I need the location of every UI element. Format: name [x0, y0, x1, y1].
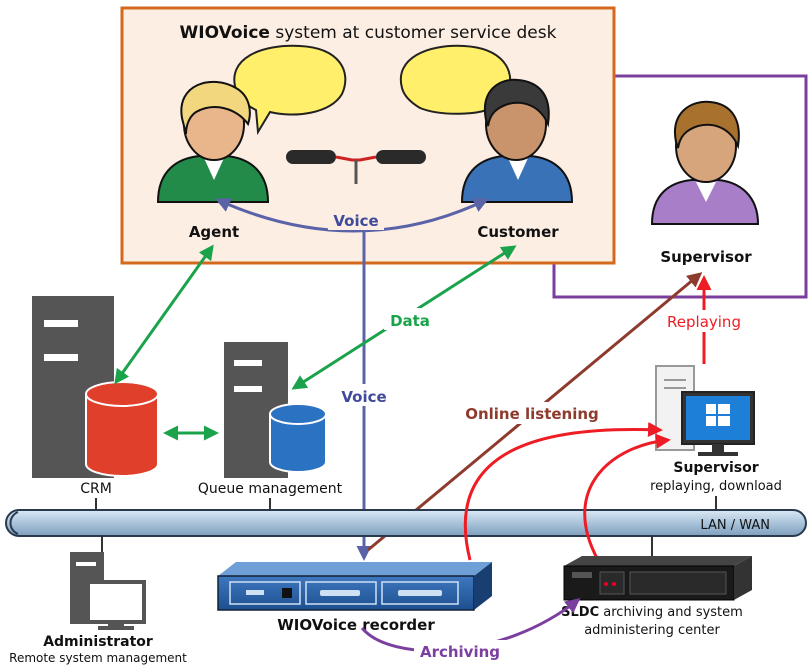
desk-title: WIOVoice system at customer service desk: [180, 23, 557, 43]
agent-speech-bubble: [233, 44, 347, 136]
replaying-label: Replaying: [667, 313, 741, 331]
administrator-subtitle: Remote system management: [9, 651, 187, 665]
data-label: Data: [390, 312, 430, 330]
recorder-icon: [217, 562, 492, 611]
queue-label: Queue management: [198, 481, 343, 497]
customer-label: Customer: [477, 223, 559, 241]
supervisor-pc-title: Supervisor: [673, 460, 758, 476]
supervisor-pc-icon: [655, 365, 755, 456]
customer-icon: [460, 78, 574, 203]
agent-label: Agent: [189, 223, 239, 241]
data-arrow-agent-crm: [114, 244, 214, 385]
administrator-title: Administrator: [43, 634, 153, 650]
supervisor-pc-subtitle: replaying, download: [650, 479, 782, 494]
lan-wan-label: LAN / WAN: [700, 518, 770, 533]
microphone-icon: [286, 150, 426, 184]
administrator-pc-icon: [70, 552, 146, 630]
lan-wan-bar: [5, 509, 807, 537]
supervisor-label: Supervisor: [660, 248, 752, 266]
crm-database-icon: [85, 381, 159, 477]
voice-arc: [215, 198, 489, 233]
sldc-label-line2: administering center: [584, 623, 720, 638]
recorder-label: WIOVoice recorder: [277, 616, 435, 634]
archiving-label: Archiving: [420, 643, 500, 661]
voice-down-label: Voice: [341, 388, 386, 406]
replay-curve-recorder: [463, 422, 663, 561]
queue-database-icon: [269, 403, 327, 473]
voice-top-label: Voice: [333, 212, 378, 230]
agent-icon: [156, 80, 270, 203]
replay-curve-sldc: [583, 433, 671, 561]
sldc-server-icon: [563, 556, 752, 601]
supervisor-icon: [650, 100, 760, 225]
sldc-label-line1: SLDC archiving and system: [561, 605, 743, 620]
crm-label: CRM: [80, 481, 112, 497]
online-listening-label: Online listening: [465, 405, 599, 423]
